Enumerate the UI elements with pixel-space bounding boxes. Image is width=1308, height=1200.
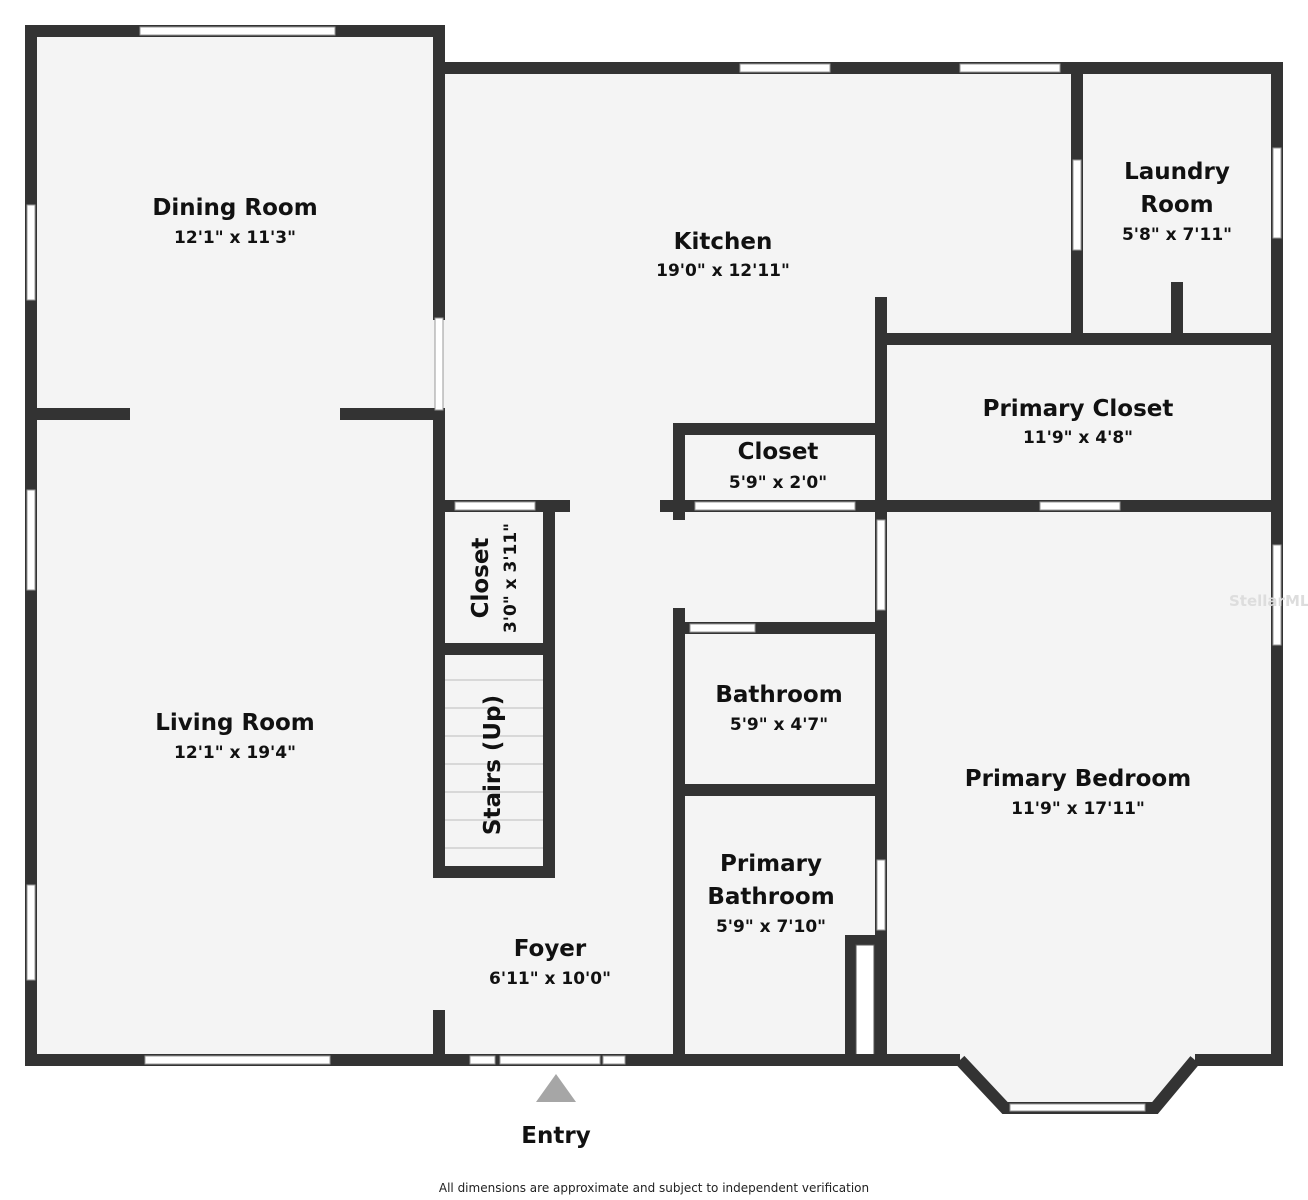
entry-arrow-icon [536, 1074, 576, 1102]
foyer-dim: 6'11" x 10'0" [489, 969, 611, 989]
laundry-dim: 5'8" x 7'11" [1122, 225, 1232, 245]
kitchen-name: Kitchen [674, 229, 773, 255]
primary-bedroom-dim: 11'9" x 17'11" [1011, 799, 1145, 819]
disclaimer: All dimensions are approximate and subje… [439, 1181, 869, 1195]
closet-dim: 5'9" x 2'0" [729, 473, 827, 493]
primary-bedroom-name: Primary Bedroom [965, 766, 1191, 792]
entry-label: Entry [521, 1123, 590, 1149]
bathroom-dim: 5'9" x 4'7" [730, 715, 828, 735]
primary-closet-dim: 11'9" x 4'8" [1023, 428, 1133, 448]
primary-bath-dim: 5'9" x 7'10" [716, 917, 826, 937]
laundry-name-line2: Room [1140, 192, 1213, 218]
primary-bath-name-line2: Bathroom [707, 884, 834, 910]
watermark: StellarMLS [1229, 592, 1308, 610]
windows [26, 26, 1282, 1112]
floor-area [25, 25, 1283, 1108]
living-room-name: Living Room [155, 710, 315, 736]
stairs-label: Stairs (Up) [480, 695, 506, 835]
primary-closet-name: Primary Closet [983, 396, 1174, 422]
closet-name: Closet [738, 439, 819, 465]
dining-room-dim: 12'1" x 11'3" [174, 228, 296, 248]
stair-treads [445, 679, 543, 849]
dining-room-name: Dining Room [152, 195, 317, 221]
kitchen-dim: 19'0" x 12'11" [656, 261, 790, 281]
living-room-dim: 12'1" x 19'4" [174, 743, 296, 763]
primary-bath-name-line1: Primary [720, 851, 822, 877]
foyer-name: Foyer [514, 936, 587, 962]
stair-closet-name: Closet [468, 538, 494, 619]
laundry-name-line1: Laundry [1124, 159, 1230, 185]
stair-closet-dim: 3'0" x 3'11" [501, 523, 521, 633]
bathroom-name: Bathroom [715, 682, 842, 708]
